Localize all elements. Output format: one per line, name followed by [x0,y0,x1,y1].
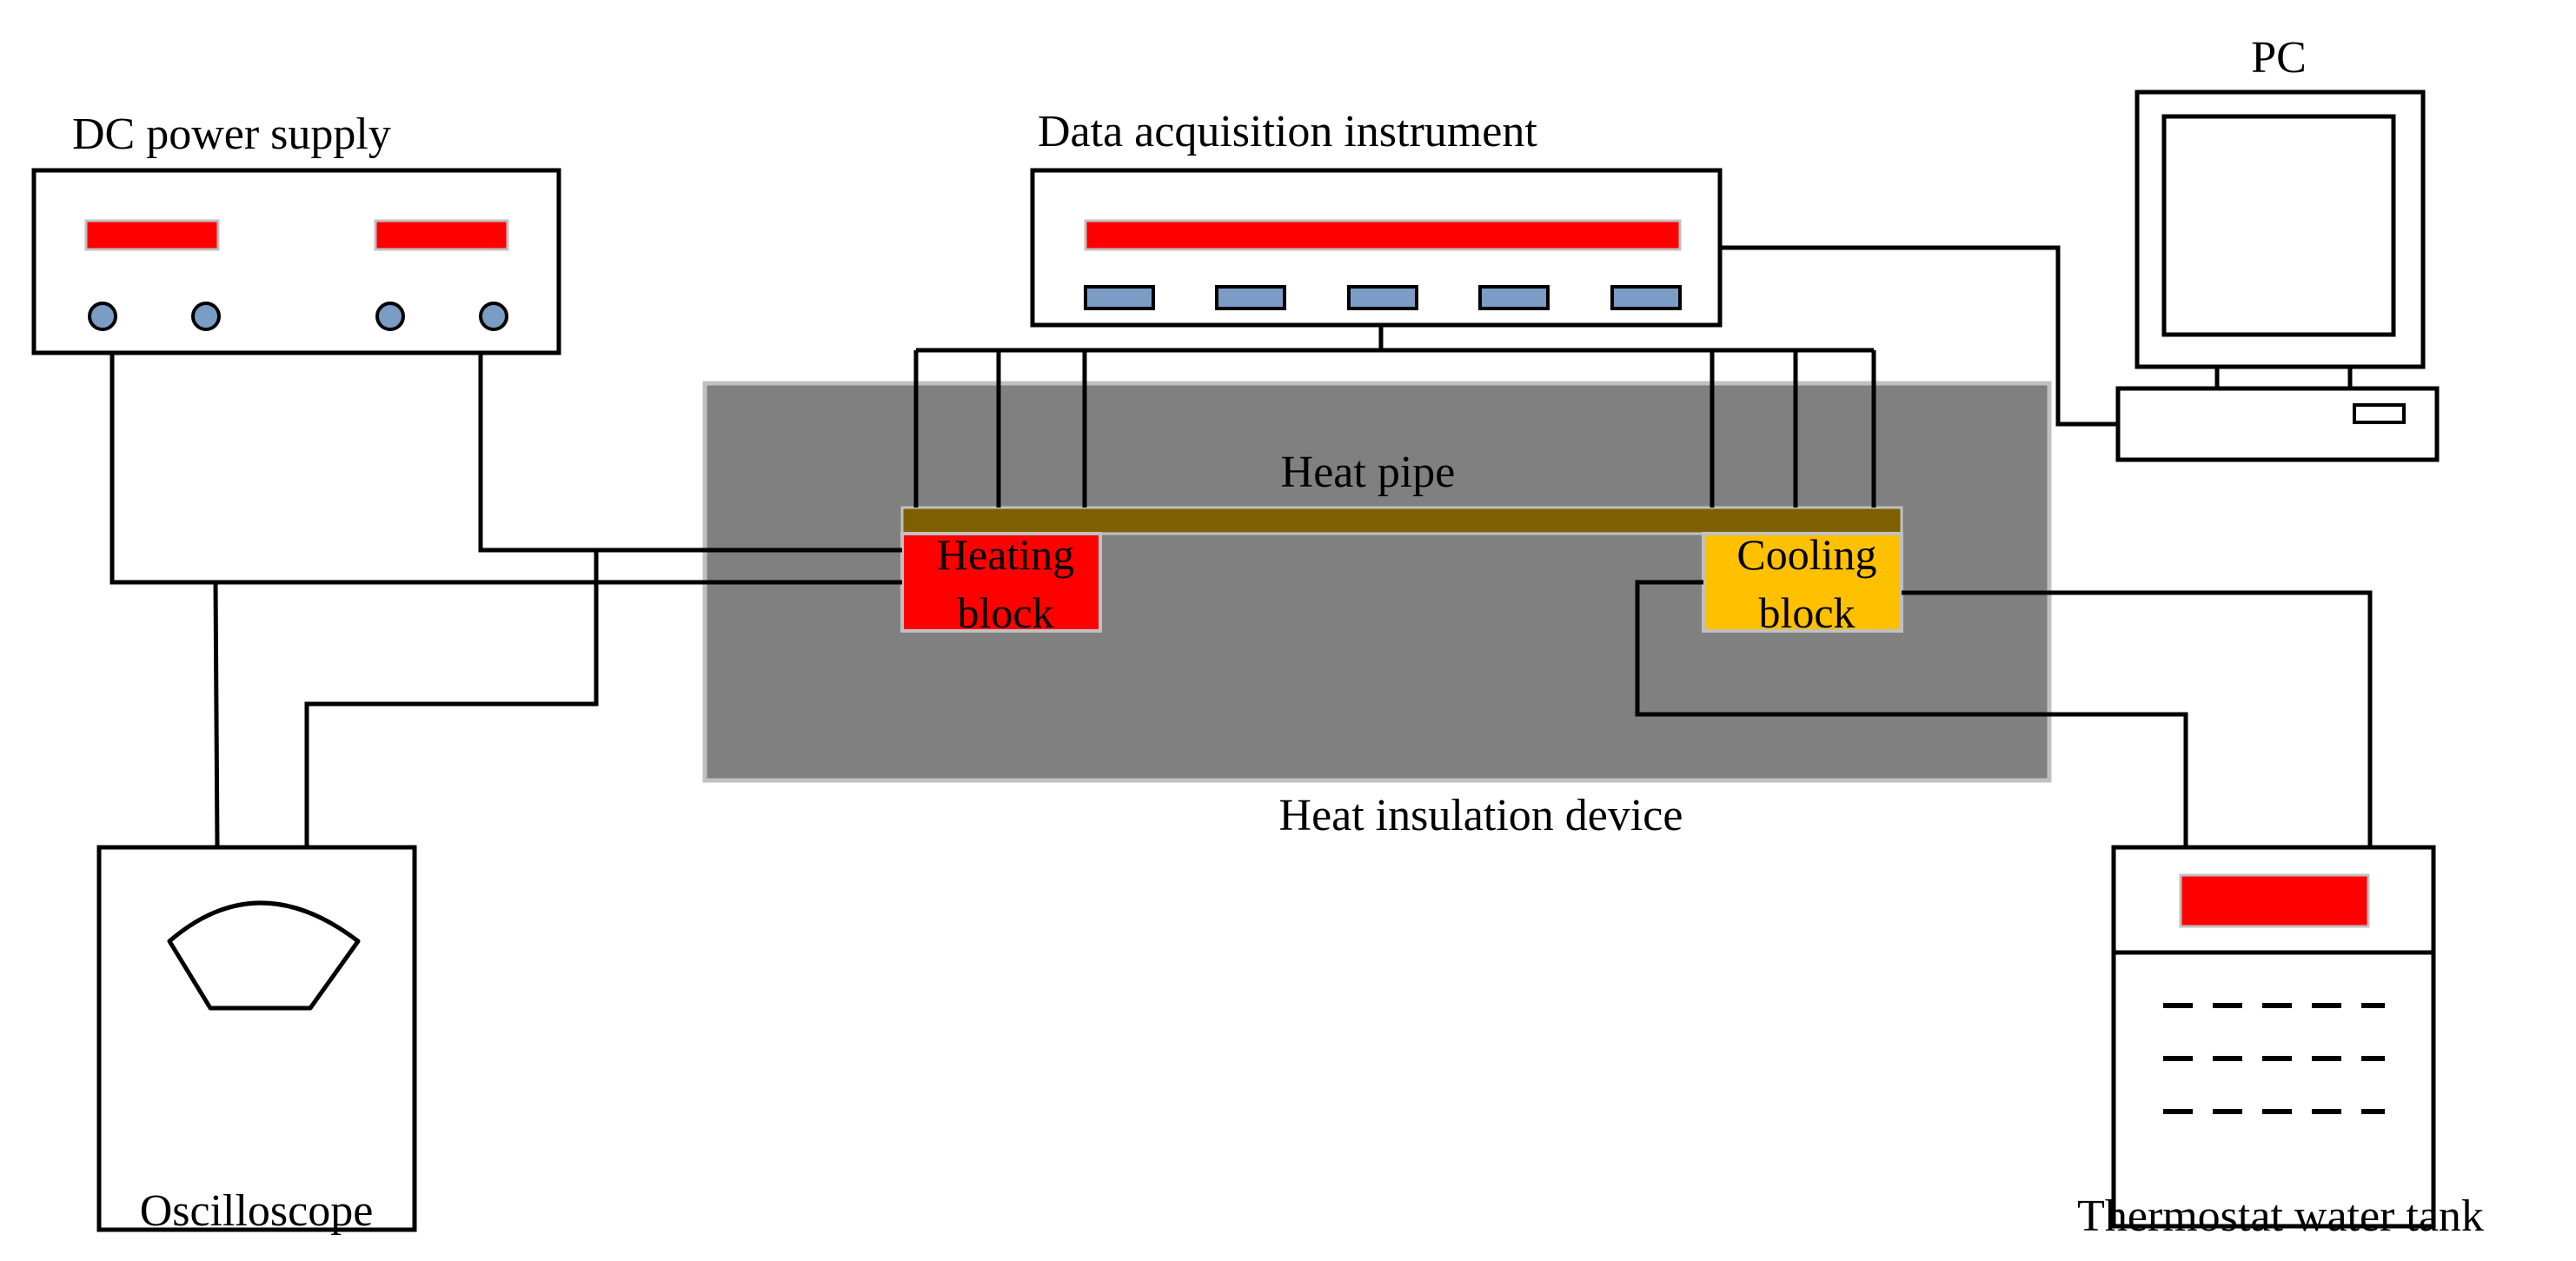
thermostat-keypad [2163,1003,2385,1114]
data-acquisition-instrument [1030,168,1723,328]
oscilloscope-screen [167,900,361,1011]
daq-channel-3 [1347,285,1418,310]
label-heating-block-2: block [957,588,1053,637]
label-heat-pipe: Heat pipe [1281,448,1456,497]
dc-terminal-4 [479,302,508,331]
wire-oscilloscope-probe-2 [304,550,599,847]
label-dc-power-supply: DC power supply [72,110,391,159]
daq-channel-2 [1215,285,1286,310]
wire-dc-to-heater-2 [478,353,902,553]
dc-terminal-2 [191,302,221,331]
pc-screen [2161,114,2396,337]
wire-thermocouples-cooling [1710,350,1876,508]
thermostat-display [2179,873,2370,928]
daq-display [1084,219,1682,251]
wire-coolant-outlet [1902,590,2373,847]
pc-drive-slot [2353,403,2406,424]
label-thermostat: Thermostat water tank [2077,1191,2484,1241]
oscilloscope [96,845,417,1232]
dc-power-supply [31,168,561,355]
wiring [110,245,2373,848]
dc-terminal-1 [88,302,117,331]
pc [2115,90,2440,462]
wire-dc-to-heater-1 [110,353,902,585]
wire-daq-to-pc [1720,245,2118,427]
label-oscilloscope: Oscilloscope [140,1186,374,1236]
dc-terminal-3 [375,302,405,331]
wire-thermocouples-heating [913,350,1087,508]
dc-display-left [84,219,220,251]
wire-coolant-inlet [1635,580,2188,847]
label-cooling-block-1: Cooling [1736,530,1876,579]
label-heating-block-1: Heating [937,530,1074,579]
heat-pipe [900,506,1903,535]
thermostat-water-tank [2111,845,2436,1229]
cooling-block [1702,532,1903,633]
heating-block [900,532,1102,633]
daq-channel-1 [1084,285,1155,310]
dc-display-right [374,219,509,251]
label-data-acquisition: Data acquisition instrument [1038,107,1537,156]
daq-channel-4 [1478,285,1550,310]
label-heat-insulation: Heat insulation device [1279,791,1683,840]
label-cooling-block-2: block [1758,588,1855,637]
daq-channel-5 [1610,285,1682,310]
wire-oscilloscope-probe-1 [213,581,220,848]
label-pc: PC [2251,33,2307,83]
wire-daq-bus [916,325,1874,353]
